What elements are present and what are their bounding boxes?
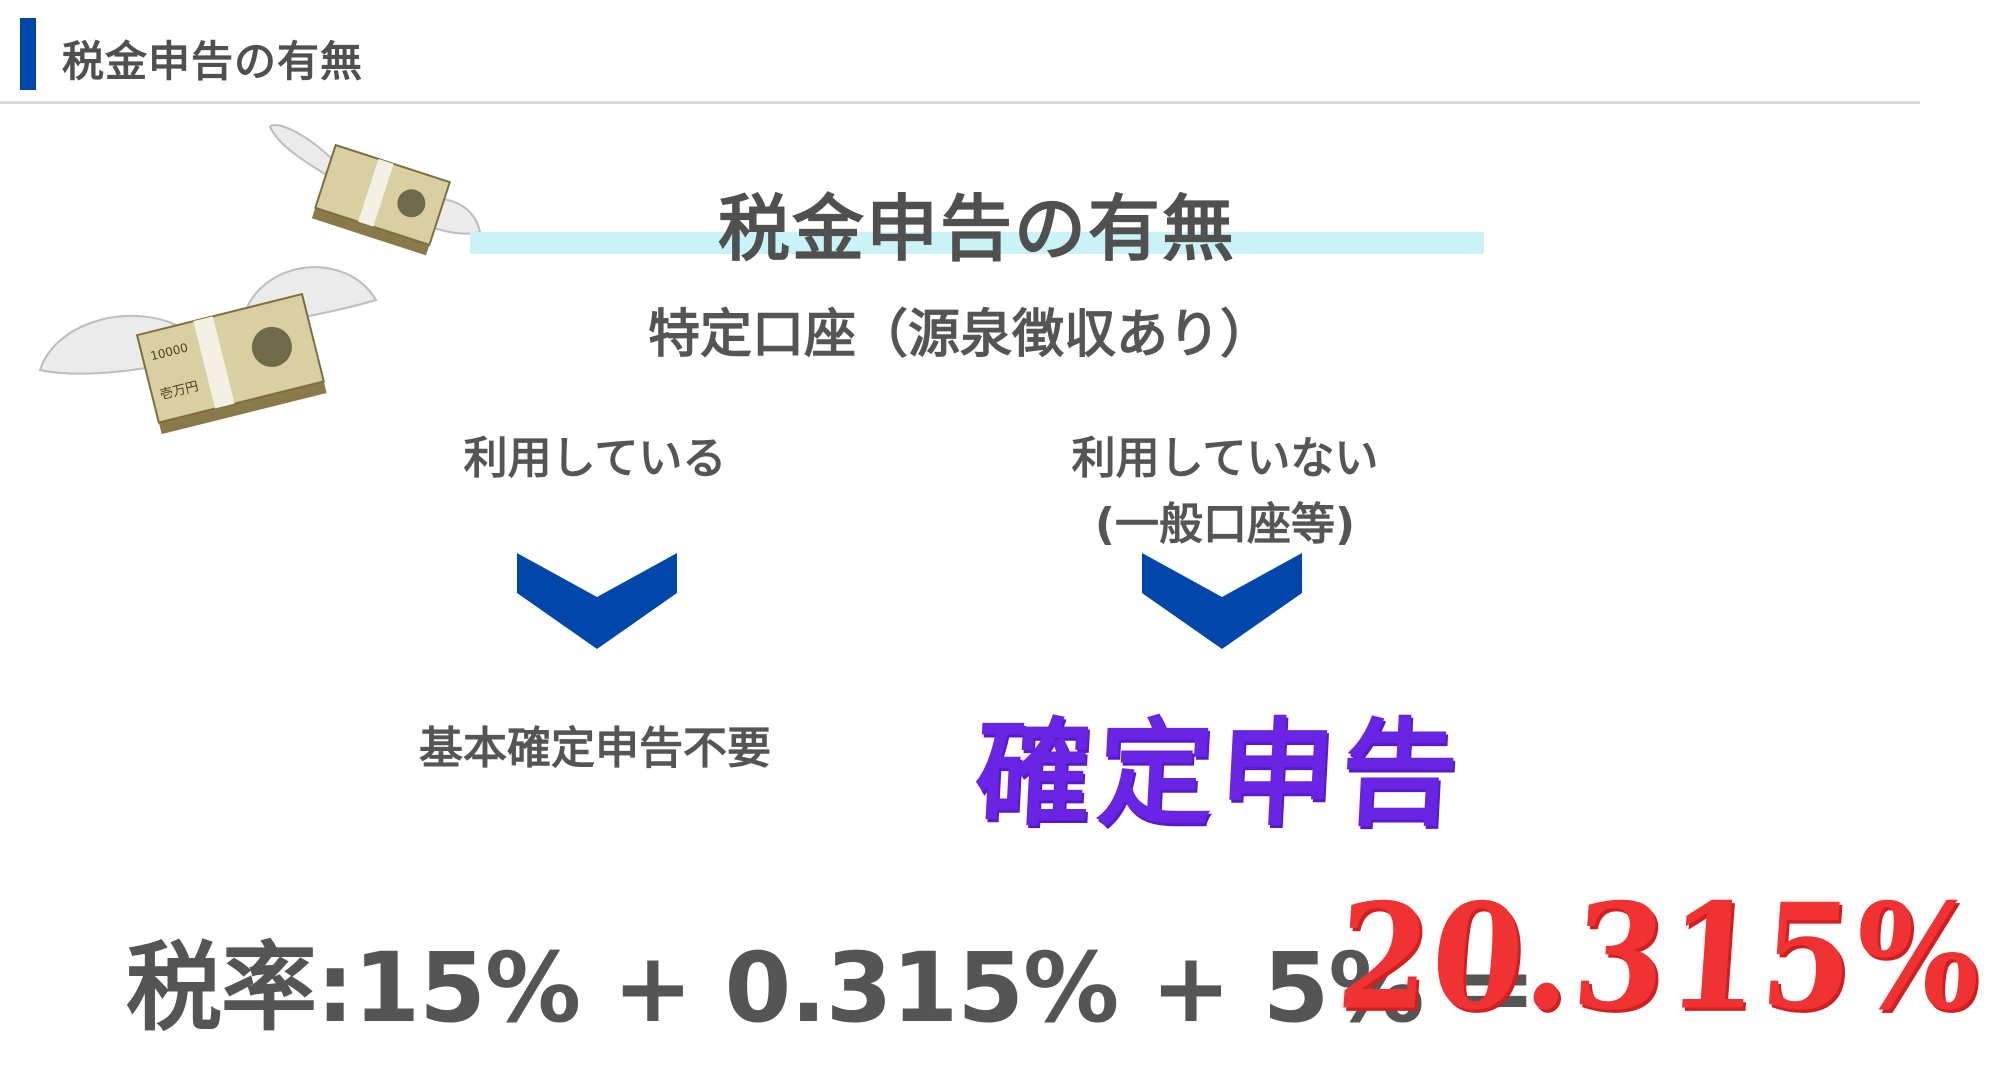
page-title: 税金申告の有無 bbox=[717, 187, 1236, 271]
chevron-down-icon bbox=[1142, 553, 1302, 649]
chevron-down-icon bbox=[517, 553, 677, 649]
right-option-text-line1: 利用していない bbox=[1071, 433, 1379, 484]
subtitle: 特定口座（源泉徴収あり） bbox=[647, 305, 1272, 365]
right-result: 確定申告 bbox=[971, 706, 1468, 842]
header-accent-bar bbox=[20, 18, 36, 90]
left-result: 基本確定申告不要 bbox=[419, 723, 771, 774]
flying-money-icon: 10000 壱万円 bbox=[38, 266, 378, 435]
right-option-text-line2: (一般口座等) bbox=[1094, 499, 1356, 550]
tax-rate-formula: 税率:15% + 0.315% + 5% = bbox=[126, 932, 1536, 1044]
header: 税金申告の有無 bbox=[0, 0, 1920, 104]
title-highlight bbox=[470, 232, 1484, 254]
tax-rate-total: 20.315% bbox=[1332, 872, 1989, 1043]
right-option-label: 利用していない (一般口座等) bbox=[1010, 426, 1440, 558]
left-option-label: 利用している bbox=[400, 426, 790, 492]
main-title-block: 税金申告の有無 bbox=[470, 170, 1484, 271]
left-option-text: 利用している bbox=[463, 433, 727, 484]
flying-money-icon bbox=[268, 124, 482, 256]
header-title: 税金申告の有無 bbox=[62, 37, 364, 86]
